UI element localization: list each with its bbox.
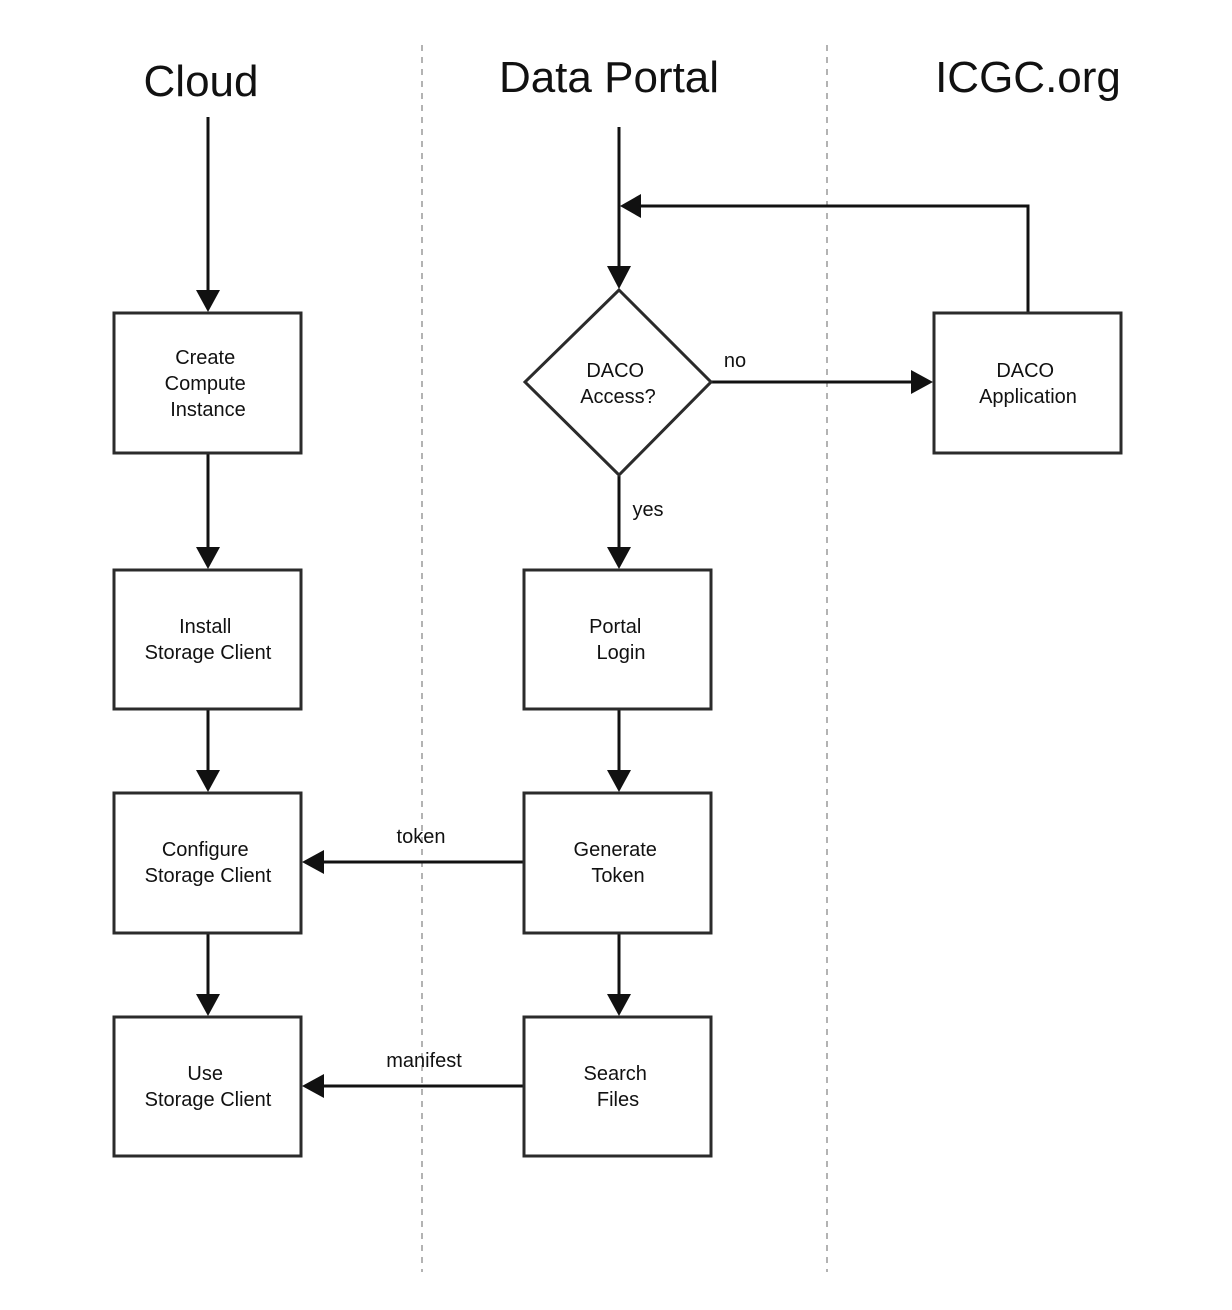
node-label-line: Use xyxy=(187,1063,223,1085)
node-daco-application: DACO Application xyxy=(932,311,1123,455)
edge-token xyxy=(302,850,524,874)
node-use-storage-client: Use Storage Client xyxy=(112,1015,303,1158)
node-label-line: Create xyxy=(175,347,235,369)
node-create-compute-instance: Create Compute Instance xyxy=(112,311,303,455)
lane-title-data-portal: Data Portal xyxy=(499,53,719,102)
lane-title-icgc: ICGC.org xyxy=(935,53,1121,102)
edge-start-to-create xyxy=(196,117,220,312)
edge-install-to-configure xyxy=(196,710,220,792)
svg-text:Search Files: Search Files xyxy=(584,1063,653,1111)
node-label-line: Application xyxy=(979,386,1077,408)
node-label-line: Generate xyxy=(574,839,657,861)
node-label-line: Configure xyxy=(162,839,249,861)
edge-label-yes: yes xyxy=(632,499,663,521)
node-daco-access-decision: DACO Access? xyxy=(522,287,714,478)
svg-text:Portal Login: Portal Login xyxy=(589,616,647,664)
svg-text:DACO Access?: DACO Access? xyxy=(580,360,656,408)
svg-text:DACO Application: DACO Application xyxy=(979,360,1077,408)
node-label-line: Search xyxy=(584,1063,647,1085)
lane-title-cloud: Cloud xyxy=(144,57,259,106)
node-label-line: Portal xyxy=(589,616,641,638)
edge-daco-access-to-login xyxy=(607,476,631,569)
edge-daco-application-loop xyxy=(620,194,1030,312)
edge-manifest xyxy=(302,1074,524,1098)
node-label-line: Compute xyxy=(165,373,246,395)
node-label-line: Access? xyxy=(580,386,656,408)
node-generate-token: Generate Token xyxy=(522,791,713,935)
node-search-files: Search Files xyxy=(522,1015,713,1158)
node-label-line: Login xyxy=(597,642,646,664)
node-label-line: Install xyxy=(179,616,231,638)
edge-start-to-daco-access xyxy=(607,127,631,289)
node-label-line: Files xyxy=(597,1089,639,1111)
edge-daco-access-no xyxy=(711,370,933,394)
edge-label-token: token xyxy=(397,826,446,848)
svg-text:Configure Storage Client: Configure Storage Client xyxy=(145,839,272,887)
edge-generate-token-to-search xyxy=(607,934,631,1016)
edge-create-to-install xyxy=(196,454,220,569)
node-install-storage-client: Install Storage Client xyxy=(112,568,303,711)
svg-text:Generate Token: Generate Token xyxy=(574,839,663,887)
node-label-line: Storage Client xyxy=(145,865,272,887)
node-label-line: DACO xyxy=(586,360,644,382)
svg-text:Install Storage Client: Install Storage Client xyxy=(145,616,272,664)
node-configure-storage-client: Configure Storage Client xyxy=(112,791,303,935)
node-label-line: DACO xyxy=(996,360,1054,382)
edge-label-no: no xyxy=(724,350,746,372)
svg-text:Create Compute Ins: Create Compute Instance xyxy=(165,347,252,421)
svg-text:Use Storage Client: Use Storage Client xyxy=(145,1063,272,1111)
node-label-line: Instance xyxy=(170,399,246,421)
node-label-line: Storage Client xyxy=(145,642,272,664)
edge-label-manifest: manifest xyxy=(386,1050,462,1072)
node-label-line: Storage Client xyxy=(145,1089,272,1111)
node-label-line: Token xyxy=(591,865,644,887)
edge-login-to-generate-token xyxy=(607,710,631,792)
node-portal-login: Portal Login xyxy=(522,568,713,711)
edge-configure-to-use xyxy=(196,934,220,1016)
